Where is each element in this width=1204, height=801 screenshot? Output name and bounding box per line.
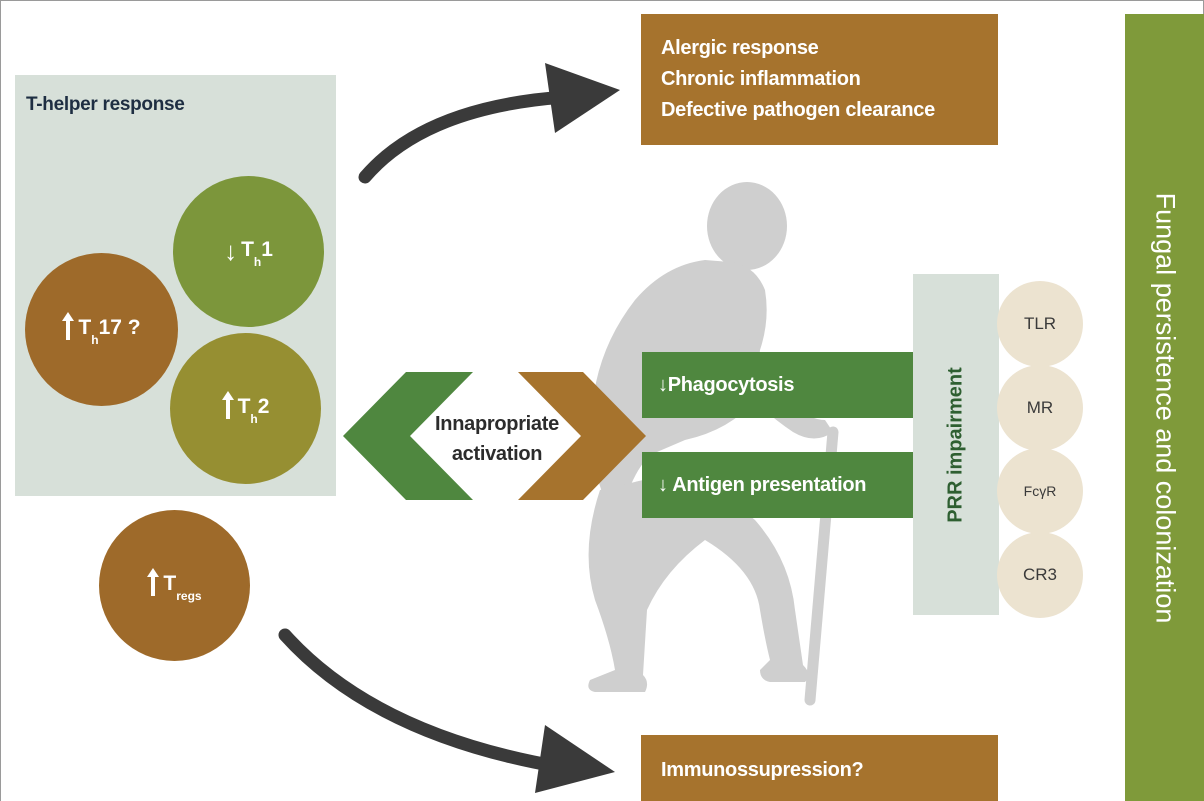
th1-label: Th1 — [241, 238, 273, 269]
th1-circle: ↓ Th1 — [173, 176, 324, 327]
receptor-mr: MR — [997, 365, 1083, 451]
up-arrow-icon — [221, 391, 234, 426]
tregs-circle: Tregs — [99, 510, 250, 661]
receptor-tlr: TLR — [997, 281, 1083, 367]
activation-line-2: activation — [451, 443, 543, 465]
tregs-label: Tregs — [163, 572, 202, 603]
outcome-box-top: Alergic response Chronic inflammation De… — [641, 14, 998, 145]
side-bar: Fungal persistence and colonization — [1125, 14, 1204, 801]
receptor-fcyr: FcγR — [997, 448, 1083, 534]
prr-panel: PRR impairment — [913, 274, 999, 615]
th17-label: Th17 ? — [78, 316, 141, 347]
antigen-presentation-label: ↓ Antigen presentation — [658, 473, 867, 496]
outcome-clearance: Defective pathogen clearance — [661, 99, 935, 121]
outcome-box-bottom: Immunossupression? — [641, 735, 998, 801]
th17-circle: Th17 ? — [25, 253, 178, 406]
outcome-allergic: Alergic response — [661, 37, 819, 59]
prr-label: PRR impairment — [944, 366, 967, 523]
curved-arrow-down-icon — [278, 628, 615, 793]
th2-label: Th2 — [237, 395, 270, 426]
side-bar-label: Fungal persistence and colonization — [1150, 192, 1180, 623]
up-arrow-icon — [147, 568, 160, 603]
receptor-cr3: CR3 — [997, 532, 1083, 618]
down-arrow-icon: ↓ — [224, 236, 238, 266]
thelper-title: T-helper response — [26, 94, 185, 115]
up-arrow-icon — [62, 312, 75, 347]
outcome-inflammation: Chronic inflammation — [661, 68, 861, 90]
phagocytosis-label: ↓Phagocytosis — [658, 373, 795, 396]
antigen-presentation-bar: ↓ Antigen presentation — [642, 452, 915, 518]
th2-circle: Th2 — [170, 333, 321, 484]
activation-chevrons-icon — [343, 372, 646, 500]
phagocytosis-bar: ↓Phagocytosis — [642, 352, 915, 418]
curved-arrow-up-icon — [358, 63, 620, 184]
activation-label: Innapropriate activation — [412, 409, 582, 469]
outcome-immunosuppression: Immunossupression? — [661, 759, 864, 781]
activation-line-1: Innapropriate — [435, 413, 559, 435]
